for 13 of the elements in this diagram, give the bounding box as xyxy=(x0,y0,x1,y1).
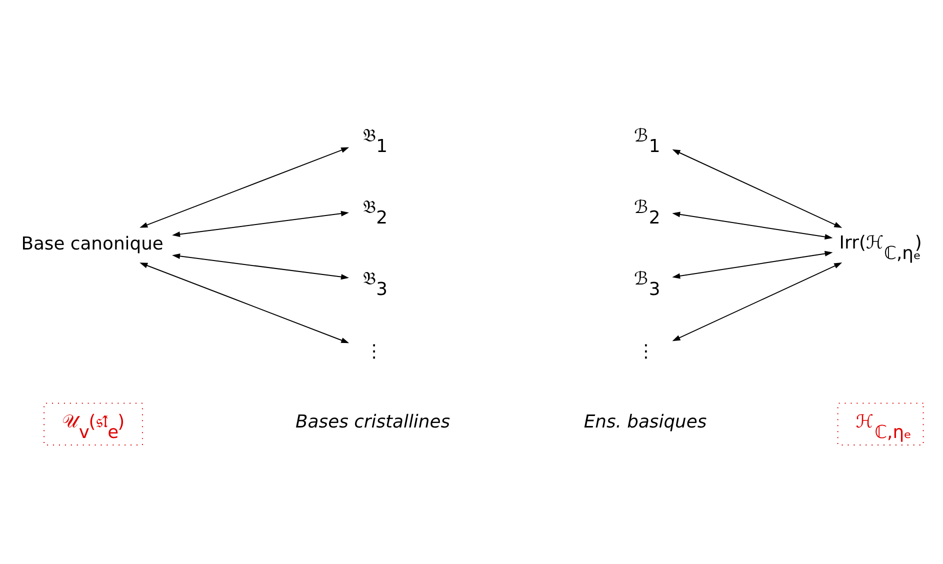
arrow xyxy=(672,250,833,278)
arrow xyxy=(172,252,349,280)
arrow xyxy=(672,262,842,341)
arrow xyxy=(672,211,833,240)
node-text: Base canonique xyxy=(21,233,164,254)
arrow xyxy=(172,210,349,236)
node-text: ⋮ xyxy=(637,340,655,362)
arrow xyxy=(672,148,842,228)
arrow xyxy=(140,146,350,228)
arrow xyxy=(140,262,350,343)
label: Bases cristallines xyxy=(296,411,450,432)
node-text: ⋮ xyxy=(365,340,384,362)
label: Ens. basiques xyxy=(584,411,707,432)
